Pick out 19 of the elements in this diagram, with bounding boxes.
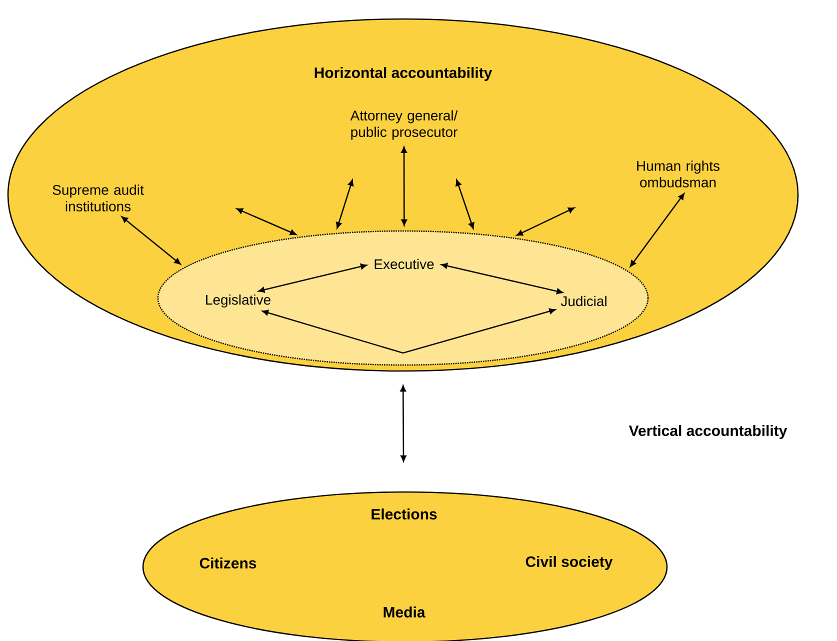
text-label: Judicial: [560, 296, 606, 306]
arrow: [336, 180, 354, 229]
text-label: Human rights ombudsman: [637, 160, 720, 188]
text-label: Executive: [374, 258, 434, 270]
arrow: [400, 385, 406, 462]
arrow: [630, 193, 684, 267]
arrow: [121, 216, 181, 265]
text-label: Legislative: [206, 294, 270, 308]
ellipse-region: Elections Citizens Civil society Media: [142, 491, 668, 641]
arrow: [441, 262, 563, 294]
label: Vertical accountability: [628, 425, 788, 439]
arrow: [516, 207, 575, 236]
arrow: [258, 264, 367, 293]
arrow: [456, 180, 474, 229]
text-label: Attorney general/ public prosecutor: [350, 110, 458, 140]
arrow: [401, 146, 408, 226]
text-label: Supreme audit institutions: [52, 184, 144, 212]
arrow: [262, 308, 556, 354]
arrow: [236, 208, 296, 236]
